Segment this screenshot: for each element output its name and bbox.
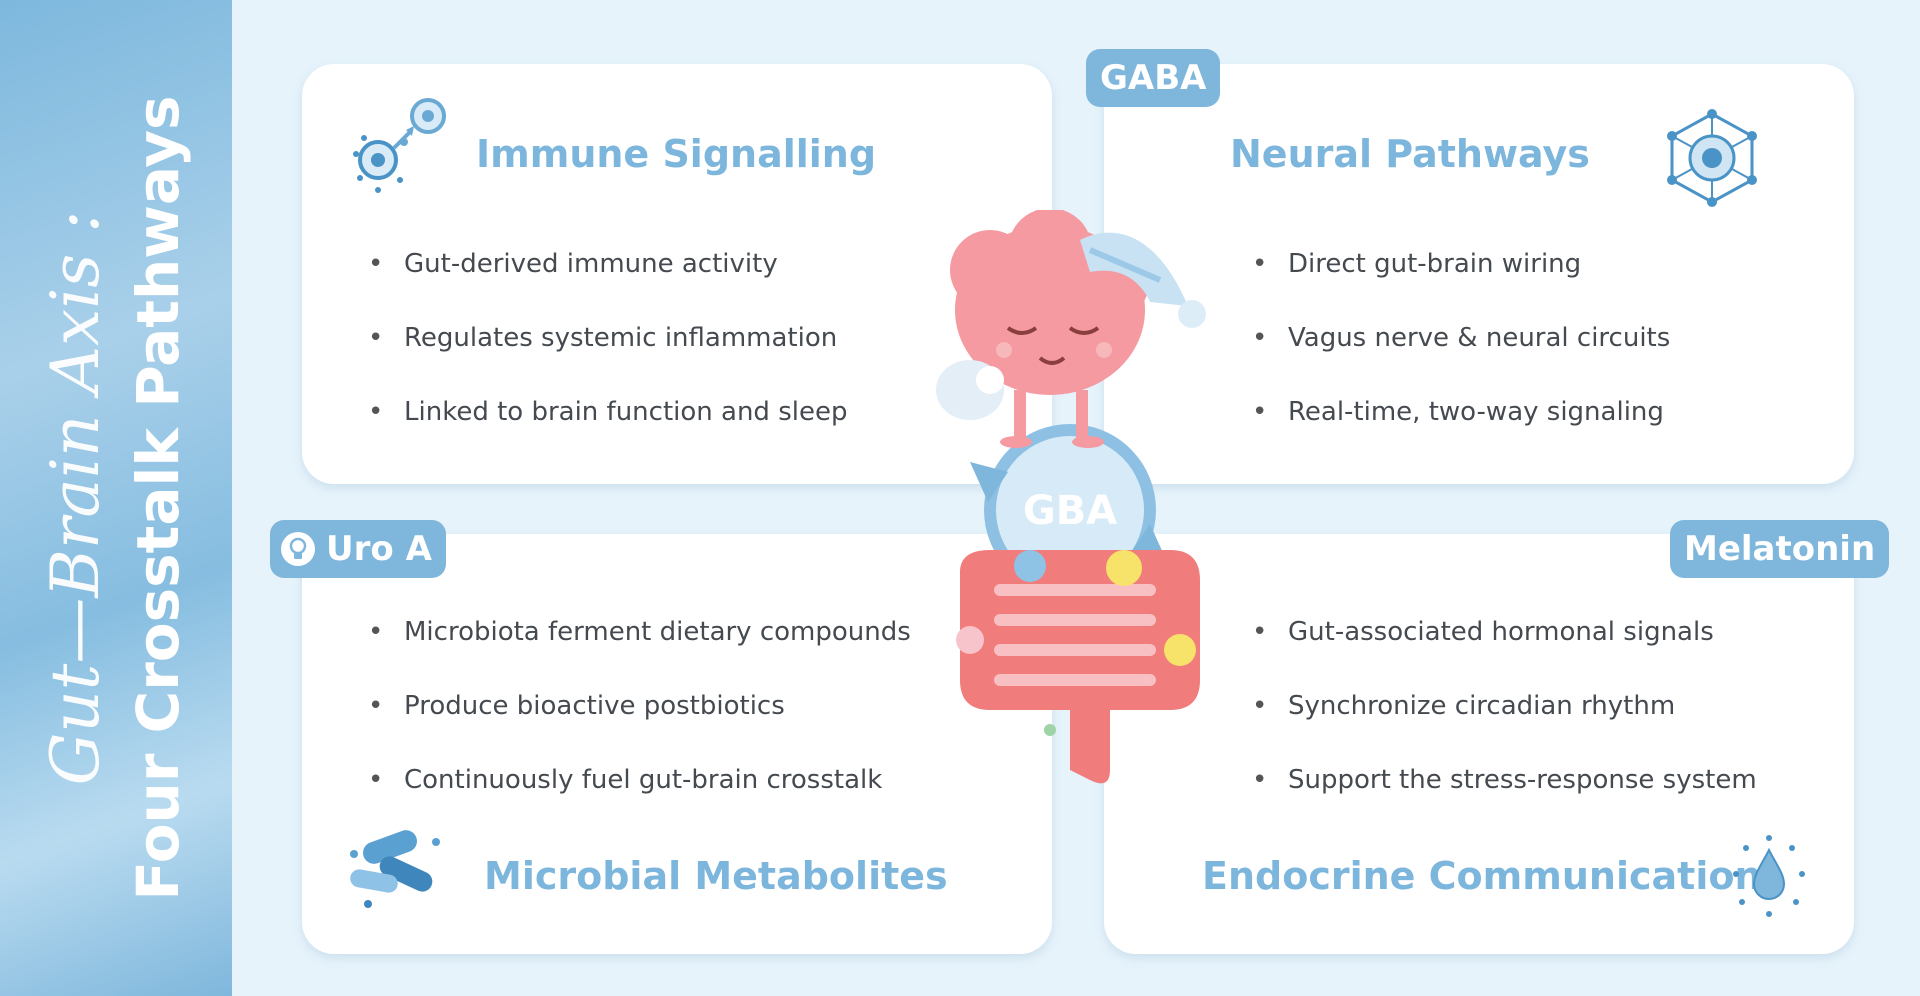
immune-signalling-list: Gut-derived immune activity Regulates sy…: [368, 246, 847, 468]
neural-pathways-list: Direct gut-brain wiring Vagus nerve & ne…: [1252, 246, 1670, 468]
endocrine-communication-card: Gut-associated hormonal signals Synchron…: [1104, 534, 1854, 954]
sleeping-brain-illustration: [936, 210, 1206, 448]
microbial-metabolites-title: Microbial Metabolites: [484, 854, 948, 898]
endocrine-communication-list: Gut-associated hormonal signals Synchron…: [1252, 614, 1757, 836]
list-item: Support the stress-response system: [1252, 762, 1757, 836]
list-item: Gut-derived immune activity: [368, 246, 847, 320]
list-item: Microbiota ferment dietary compounds: [368, 614, 911, 688]
list-item: Gut-associated hormonal signals: [1252, 614, 1757, 688]
sidebar-bold-title: Four Crosstalk Pathways: [124, 95, 192, 901]
gba-label: GBA: [1023, 488, 1117, 534]
sidebar-script-title: Gut—Brain Axis :: [37, 210, 114, 786]
immune-signalling-title: Immune Signalling: [476, 132, 877, 176]
immune-cells-icon: [353, 98, 446, 193]
gaba-tag: GABA: [1086, 49, 1221, 107]
microbial-metabolites-list: Microbiota ferment dietary compounds Pro…: [368, 614, 911, 836]
immune-signalling-card: Immune Signalling Gut-derived immune act…: [302, 64, 1052, 484]
list-item: Real-time, two-way signaling: [1252, 394, 1670, 468]
endocrine-communication-title: Endocrine Communication: [1202, 854, 1762, 898]
list-item: Direct gut-brain wiring: [1252, 246, 1670, 320]
microbial-metabolites-card: Microbiota ferment dietary compounds Pro…: [302, 534, 1052, 954]
gut-illustration: [956, 550, 1200, 784]
list-item: Continuously fuel gut-brain crosstalk: [368, 762, 911, 836]
melatonin-tag: Melatonin: [1670, 520, 1890, 578]
sidebar-banner: Gut—Brain Axis : Four Crosstalk Pathways: [0, 0, 232, 996]
uro-a-label: Uro A: [326, 529, 432, 569]
neural-pathways-card: Neural Pathways Direct gut-brain wiring …: [1104, 64, 1854, 484]
uro-a-tag: Uro A: [270, 520, 446, 578]
list-item: Produce bioactive postbiotics: [368, 688, 911, 762]
list-item: Linked to brain function and sleep: [368, 394, 847, 468]
microbes-icon: [350, 830, 440, 908]
list-item: Synchronize circadian rhythm: [1252, 688, 1757, 762]
neural-network-icon: [1667, 109, 1757, 207]
neural-pathways-title: Neural Pathways: [1230, 132, 1590, 176]
list-item: Regulates systemic inflammation: [368, 320, 847, 394]
gut-brain-illustration: GBA: [936, 210, 1206, 784]
lightbulb-icon: [281, 532, 315, 566]
list-item: Vagus nerve & neural circuits: [1252, 320, 1670, 394]
hormone-drop-icon: [1733, 835, 1805, 917]
sidebar-title: Gut—Brain Axis : Four Crosstalk Pathways: [34, 95, 198, 900]
